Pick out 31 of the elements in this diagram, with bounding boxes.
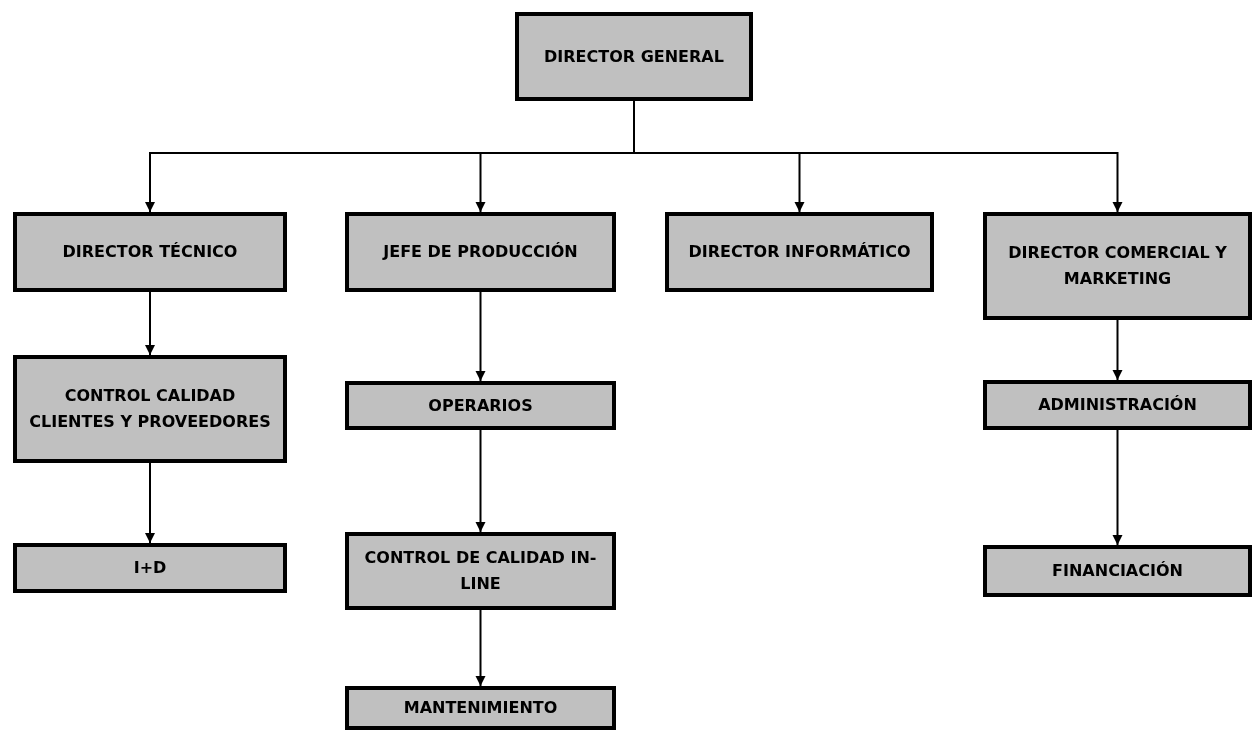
arrow [1112, 319, 1123, 381]
box-label: JEFE DE PRODUCCIÓN [383, 241, 578, 263]
box-label: FINANCIACIÓN [1052, 560, 1183, 582]
arrow [1112, 429, 1123, 546]
org-box [665, 212, 934, 292]
box-label: DIRECTOR GENERAL [544, 45, 724, 68]
box-label: DIRECTOR INFORMÁTICO [688, 241, 911, 263]
org-box [345, 212, 616, 292]
arrow [145, 462, 155, 544]
org-box [345, 532, 616, 610]
org-box [13, 212, 287, 292]
box-label: I+D [133, 557, 167, 579]
org-box [983, 212, 1252, 320]
box-label: CONTROL CALIDAD CLIENTES Y PROVEEDORES [28, 385, 272, 433]
box-label: DIRECTOR COMERCIAL Y MARKETING [1007, 242, 1228, 290]
org-box [13, 355, 287, 463]
org-box [983, 545, 1252, 597]
org-box [13, 543, 287, 593]
arrow [475, 291, 486, 382]
org-box [345, 381, 616, 430]
box-label: MANTENIMIENTO [403, 697, 558, 719]
box-label: DIRECTOR TÉCNICO [62, 241, 238, 263]
box-label: OPERARIOS [428, 394, 533, 417]
org-box [983, 380, 1252, 430]
arrow [475, 429, 486, 533]
arrow [475, 609, 486, 687]
arrow [145, 291, 155, 356]
org-box [345, 686, 616, 730]
box-label: CONTROL DE CALIDAD IN-LINE [363, 547, 598, 595]
box-label: ADMINISTRACIÓN [1038, 394, 1197, 416]
org-box [515, 12, 753, 101]
